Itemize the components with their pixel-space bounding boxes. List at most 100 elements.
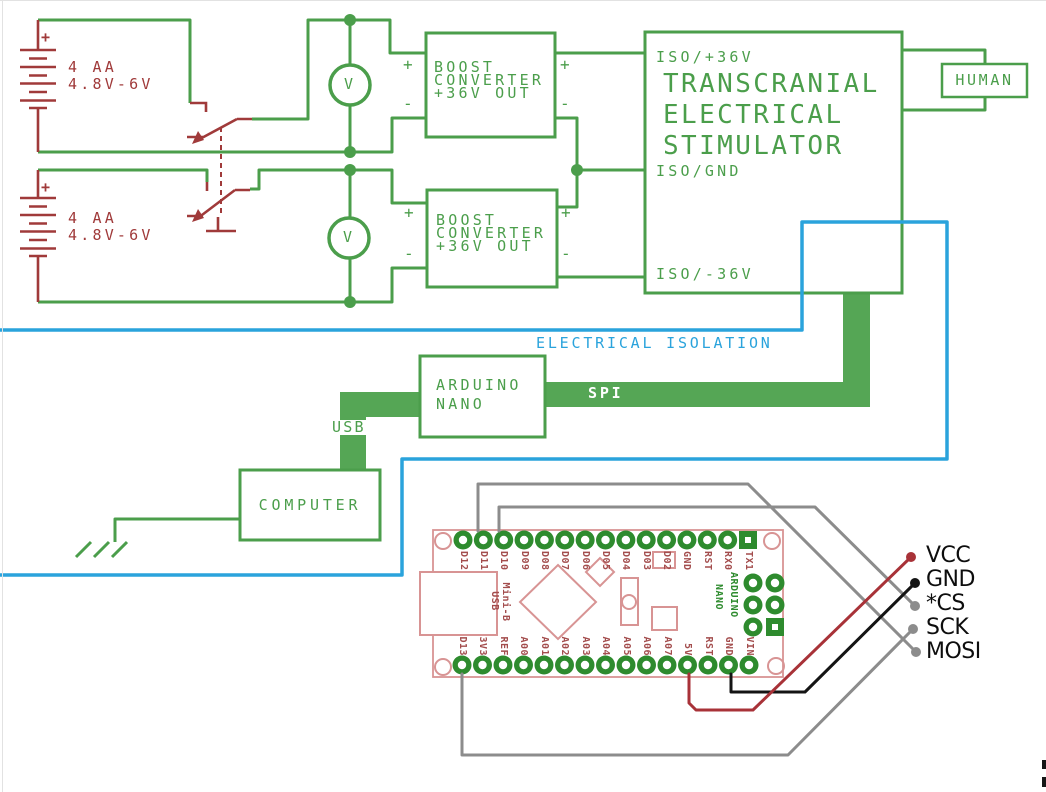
battery2-top-rail xyxy=(38,168,209,182)
boost2-line2: CONVERTER xyxy=(436,224,547,242)
signal-dots xyxy=(906,552,921,657)
mounting-hole xyxy=(434,532,452,550)
board-pin-label-d04: D04 xyxy=(620,551,632,571)
stimulator-title-line3: STIMULATOR xyxy=(663,131,844,161)
signal-dot-sck xyxy=(908,624,918,634)
signal-dot-vcc xyxy=(906,552,916,562)
wire-vcc xyxy=(687,555,913,712)
voltmeter2-glyph: V xyxy=(343,228,353,246)
signal-dot-cs xyxy=(910,601,920,611)
signal-label-cs: *CS xyxy=(926,591,965,616)
battery1-symbol xyxy=(20,20,56,152)
battery1-label-line1: 4 AA xyxy=(68,58,117,76)
boost2-in-plus: + xyxy=(404,203,414,222)
computer-box xyxy=(238,468,382,542)
battery1-top-rail xyxy=(38,18,192,103)
board-pin-label-a03: A03 xyxy=(579,636,591,656)
stimulator-box xyxy=(643,30,904,295)
switch-arrowheads xyxy=(192,131,204,222)
spi-bus xyxy=(545,292,870,407)
stimulator-title-line1: TRANSCRANIAL xyxy=(663,69,880,99)
boost1-line1: BOOST xyxy=(434,58,496,76)
wire-sck xyxy=(460,627,915,757)
boost1-in-plus: + xyxy=(403,55,413,74)
board-pin-label-d11: D11 xyxy=(477,551,489,571)
small-component xyxy=(651,606,678,631)
stimulator-title-line2: ELECTRICAL xyxy=(663,100,844,130)
board-pin-label-d03: D03 xyxy=(640,551,652,571)
small-diamond xyxy=(584,556,616,588)
boost-gnd-link xyxy=(555,116,645,209)
boost2-out-minus: - xyxy=(561,244,571,263)
boost1-out-minus: - xyxy=(560,94,570,113)
frame-artifact-top xyxy=(0,0,1046,1)
nano-pins xyxy=(452,530,785,675)
board-pin-label-a02: A02 xyxy=(559,636,570,656)
battery2-label-line2: 4.8V-6V xyxy=(68,226,154,244)
board-silk-arduino: ARDUINO xyxy=(728,572,739,618)
board-pin-label-d07: D07 xyxy=(559,551,571,571)
signal-wires xyxy=(460,482,918,757)
switch1 xyxy=(187,101,252,142)
board-pin-label-d13: D13 xyxy=(456,636,468,656)
small-component-circle xyxy=(621,594,637,610)
usb-connector xyxy=(419,571,498,636)
switch2-output-riser xyxy=(250,168,427,205)
board-pin-label-d10: D10 xyxy=(498,551,510,571)
board-pin-label-d08: D08 xyxy=(538,551,550,571)
wire-gnd xyxy=(729,581,917,694)
board-pin-label-a00: A00 xyxy=(518,636,529,656)
component-boxes xyxy=(238,30,1029,542)
boost1-box xyxy=(424,31,557,139)
board-pin-label-3v3: 3V3 xyxy=(477,636,488,656)
boost1-in-minus: - xyxy=(403,94,413,113)
mounting-hole xyxy=(763,532,781,550)
board-pin-label-d06: D06 xyxy=(579,551,591,571)
battery2-plus-label: + xyxy=(41,178,51,196)
board-pin-label-5v: 5V xyxy=(682,642,693,656)
board-pin-label-a07: A07 xyxy=(661,636,673,656)
board-pin-label-d05: D05 xyxy=(600,551,611,571)
board-pin-label-d09: D09 xyxy=(518,551,530,571)
stimulator-pin-iso-plus36: ISO/+36V xyxy=(656,48,754,66)
boost1-out-plus: + xyxy=(560,55,570,74)
wire-cs xyxy=(497,505,917,608)
usb-connector-label-line2: Mini-B xyxy=(500,582,511,622)
signal-label-gnd: GND xyxy=(926,567,975,592)
small-component xyxy=(620,577,639,626)
human-box xyxy=(940,62,1029,99)
board-pin-label-rst: RST xyxy=(701,551,713,571)
board-pin-label-rst: RST xyxy=(702,636,714,656)
small-component xyxy=(652,551,676,569)
board-silk-nano: NANO xyxy=(713,584,724,611)
board-pin-label-gnd: GND xyxy=(723,636,734,656)
stimulator-pin-iso-gnd: ISO/GND xyxy=(656,162,742,180)
board-pin-label-a06: A06 xyxy=(641,636,652,656)
isolation-boundary xyxy=(0,220,949,577)
board-pin-label-vin: VIN xyxy=(743,636,755,656)
signal-dot-gnd xyxy=(910,578,920,588)
board-pin-label-d02: D02 xyxy=(661,551,673,571)
signal-label-mosi: MOSI xyxy=(926,639,981,664)
mounting-hole xyxy=(434,658,452,676)
arduino-box-line1: ARDUINO xyxy=(436,376,522,394)
isolation-label: ELECTRICAL ISOLATION xyxy=(536,334,773,352)
arduino-box-line2: NANO xyxy=(436,395,485,413)
board-pin-label-a01: A01 xyxy=(538,636,550,656)
boost2-line3: +36V OUT xyxy=(436,237,534,255)
board-pin-label-a05: A05 xyxy=(620,636,632,656)
frame-artifact-left xyxy=(2,0,3,792)
mounting-hole xyxy=(767,657,785,675)
board-pin-label-rx0: RX0 xyxy=(722,551,734,571)
ground-symbol xyxy=(74,540,129,559)
arduino-box xyxy=(418,354,547,439)
board-pin-label-gnd: GND xyxy=(681,551,693,571)
battery2-label-line1: 4 AA xyxy=(68,209,117,227)
computer-label: COMPUTER xyxy=(258,495,362,514)
computer-ground-wire xyxy=(113,517,241,542)
screen-artifact-mark xyxy=(1042,760,1046,769)
boost1-line2: CONVERTER xyxy=(434,71,545,89)
battery1-bottom-rail xyxy=(38,116,426,154)
